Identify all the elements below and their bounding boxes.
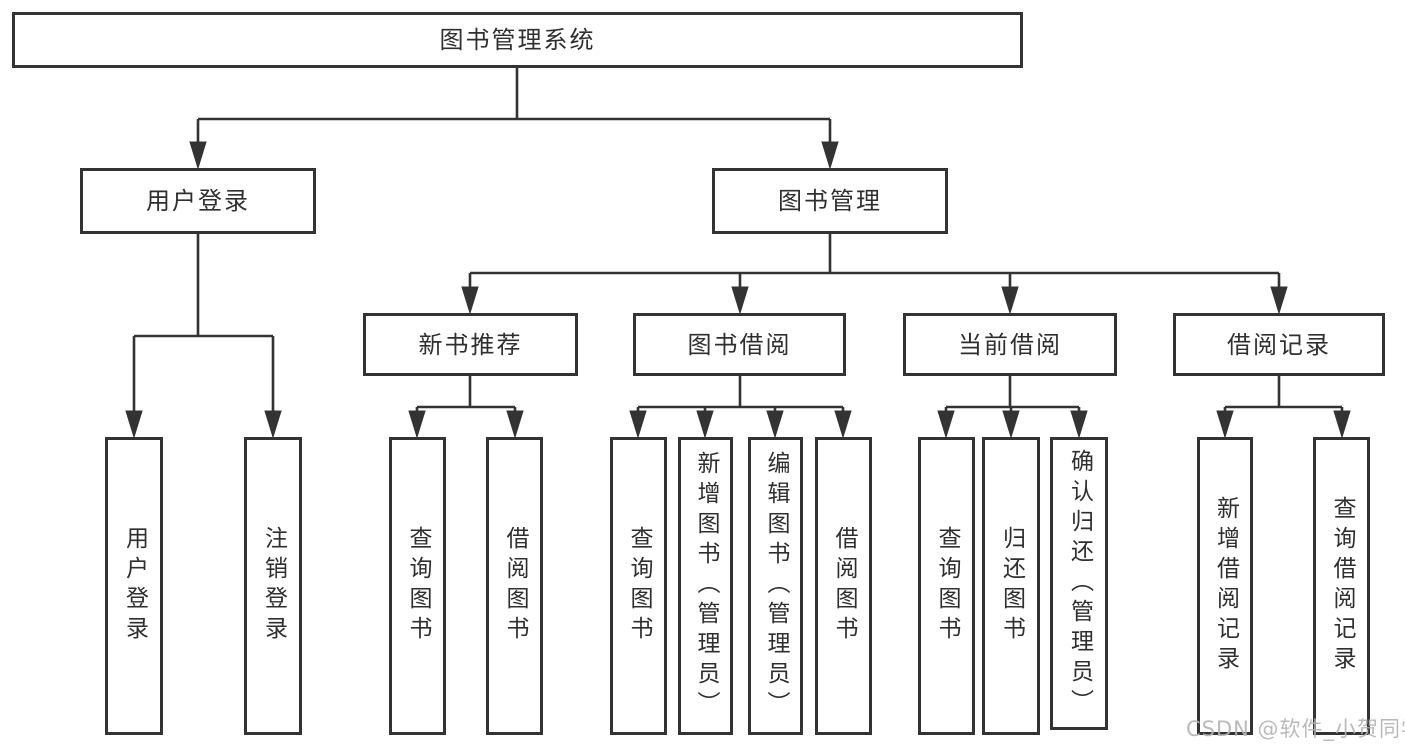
node-label: 注销登录 — [260, 526, 287, 646]
arrowhead — [264, 410, 282, 439]
leaf-add-book-admin: 新增图书（管理员） — [678, 437, 733, 735]
leaf-current-query-book: 查询图书 — [918, 437, 975, 735]
arrowhead — [1070, 410, 1088, 439]
node-label: 当前借阅 — [958, 330, 1062, 359]
arrowhead — [629, 410, 647, 439]
node-label: 借阅图书 — [502, 526, 528, 646]
node-borrow-records: 借阅记录 — [1173, 313, 1385, 376]
watermark: CSDN @软件_小贺同学 — [1186, 717, 1405, 741]
arrowhead — [731, 286, 749, 315]
arrowhead — [506, 410, 524, 439]
arrowhead — [696, 410, 714, 439]
node-label: 借阅图书 — [831, 526, 857, 646]
node-label: 查询借阅记录 — [1329, 496, 1355, 676]
node-new-book-recommend: 新书推荐 — [363, 313, 578, 376]
arrowhead — [834, 410, 852, 439]
node-book-borrow: 图书借阅 — [633, 313, 846, 376]
node-label: 查询图书 — [405, 526, 431, 646]
node-book-management: 图书管理 — [712, 168, 948, 234]
arrowhead — [937, 410, 955, 439]
leaf-return-book: 归还图书 — [982, 437, 1040, 735]
root-node-box: 图书管理系统 — [12, 12, 1023, 68]
node-current-borrow: 当前借阅 — [903, 313, 1117, 376]
arrowhead — [1001, 286, 1019, 315]
arrowhead — [1333, 410, 1351, 439]
leaf-user-login: 用户登录 — [105, 437, 163, 735]
arrowhead — [766, 410, 784, 439]
node-label: 查询图书 — [626, 526, 652, 646]
node-label: 新书推荐 — [418, 330, 523, 359]
node-label: 新增图书（管理员） — [693, 451, 719, 721]
node-label: 确认归还（管理员） — [1066, 448, 1093, 719]
arrowhead — [189, 141, 207, 170]
leaf-borrow-query-book: 查询图书 — [610, 437, 667, 735]
arrowhead — [1270, 286, 1288, 315]
leaf-recommend-query-book: 查询图书 — [389, 437, 446, 735]
leaf-confirm-return-admin: 确认归还（管理员） — [1050, 437, 1108, 730]
node-label: 归还图书 — [998, 526, 1025, 646]
leaf-logout: 注销登录 — [244, 437, 302, 735]
node-label: 图书管理 — [778, 187, 882, 215]
node-label: 编辑图书（管理员） — [763, 451, 789, 721]
arrowhead — [408, 410, 426, 439]
node-label: 图书管理系统 — [439, 26, 596, 54]
node-label: 查询图书 — [934, 526, 960, 646]
leaf-borrow-book: 借阅图书 — [815, 437, 872, 735]
arrowhead — [125, 410, 143, 439]
leaf-query-borrow-record: 查询借阅记录 — [1313, 437, 1370, 735]
leaf-add-borrow-record: 新增借阅记录 — [1197, 437, 1253, 735]
leaf-edit-book-admin: 编辑图书（管理员） — [748, 437, 803, 735]
arrowhead — [1216, 410, 1234, 439]
node-user-login: 用户登录 — [80, 168, 316, 234]
node-label: 图书借阅 — [687, 330, 792, 359]
node-label: 用户登录 — [121, 526, 148, 646]
arrowhead — [461, 286, 479, 315]
arrowhead — [821, 141, 839, 170]
node-label: 借阅记录 — [1227, 330, 1331, 359]
leaf-recommend-borrow-book: 借阅图书 — [486, 437, 543, 735]
node-label: 用户登录 — [146, 187, 250, 215]
arrowhead — [1002, 410, 1020, 439]
node-label: 新增借阅记录 — [1212, 496, 1239, 676]
